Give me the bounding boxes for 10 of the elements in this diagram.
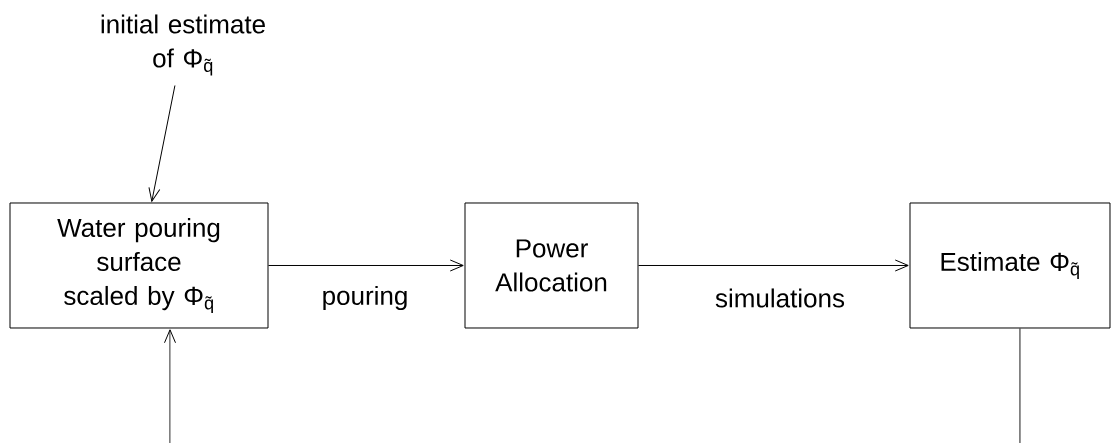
edge-label: pouring	[319, 283, 411, 313]
input-text: initial estimate of Φ$_{q̃}$	[101, 14, 265, 76]
arrow	[148, 85, 176, 202]
process-box: Power Allocation	[464, 202, 639, 329]
arrow	[164, 329, 176, 443]
process-box: Water pouring surface scaled by Φ$_{q̃}$	[9, 202, 269, 329]
arrow	[638, 259, 909, 272]
arrow	[268, 259, 464, 272]
process-box: Estimate Φ$_{q̃}$	[909, 202, 1111, 329]
edge-label: simulations	[713, 286, 848, 310]
